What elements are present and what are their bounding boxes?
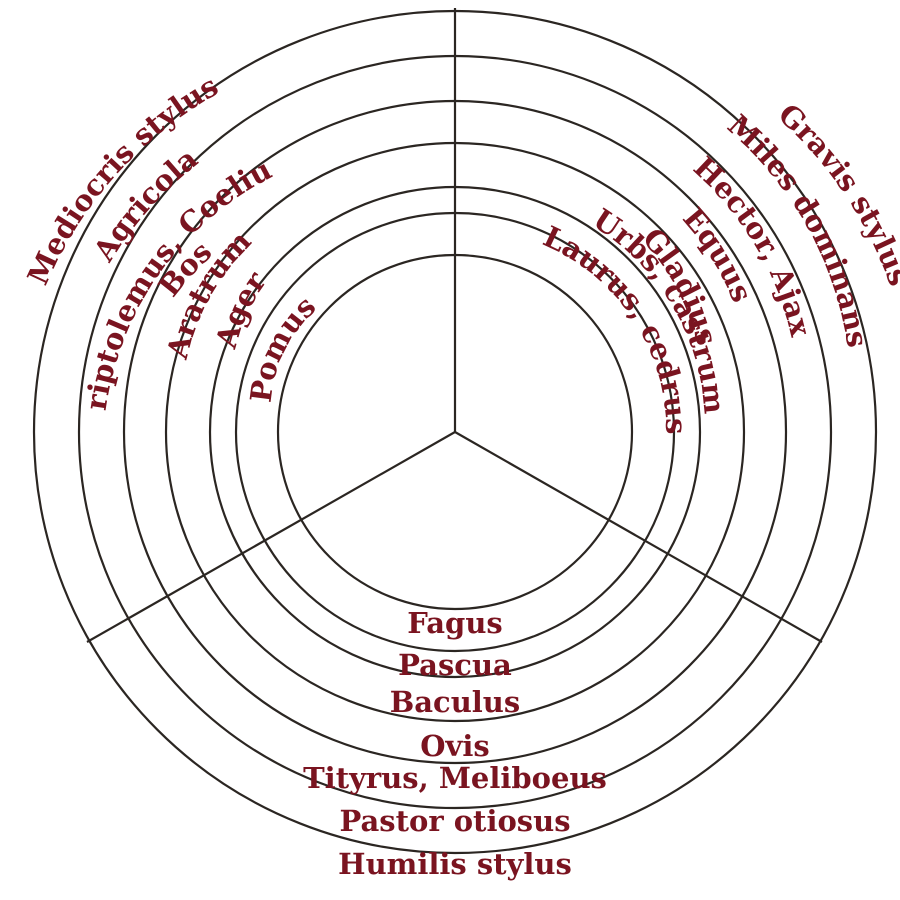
- label-humilis-stylus: Humilis stylus: [338, 847, 572, 881]
- label-tityrus-meliboeus: Tityrus, Meliboeus: [303, 761, 607, 795]
- label-pastor-otiosus: Pastor otiosus: [339, 804, 570, 838]
- label-fagus: Fagus: [407, 606, 502, 640]
- spoke-lower-left: [86, 431, 456, 643]
- label-baculus: Baculus: [390, 685, 520, 719]
- spoke-lower-right: [454, 431, 823, 643]
- label-ovis: Ovis: [420, 729, 489, 763]
- label-pascua: Pascua: [398, 648, 512, 682]
